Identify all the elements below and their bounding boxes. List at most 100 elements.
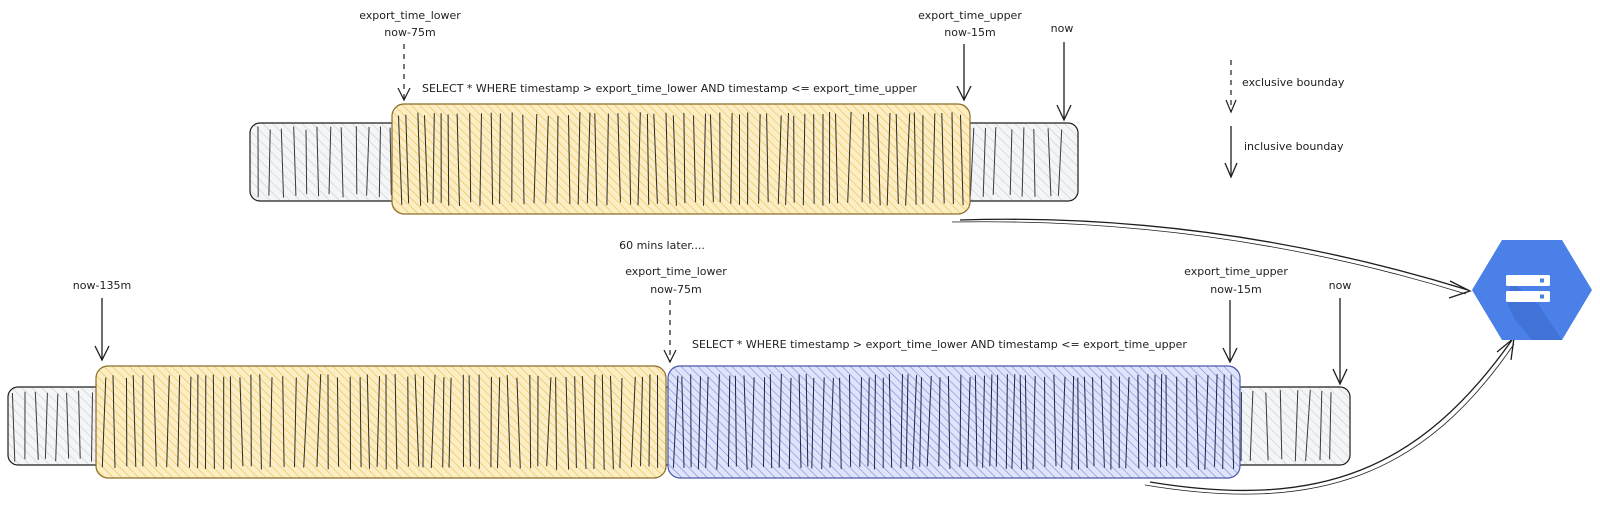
- event-tick: [1071, 375, 1075, 470]
- event-tick: [932, 113, 936, 204]
- event-tick: [653, 113, 658, 204]
- event-tick: [132, 375, 137, 467]
- event-tick: [66, 392, 70, 459]
- event-tick: [829, 377, 834, 468]
- event-tick: [533, 113, 538, 204]
- event-tick: [974, 375, 978, 467]
- event-tick: [516, 377, 521, 469]
- event-tick: [506, 375, 511, 468]
- event-tick: [432, 113, 435, 205]
- event-tick: [259, 374, 262, 470]
- event-tick: [861, 114, 864, 203]
- event-tick: [681, 376, 685, 468]
- event-tick: [683, 112, 686, 204]
- bottom-sql-query: SELECT * WHERE timestamp > export_time_l…: [692, 338, 1187, 351]
- event-tick: [874, 374, 876, 470]
- event-tick: [376, 376, 380, 467]
- event-tick: [805, 374, 809, 467]
- event-tick: [448, 377, 452, 468]
- event-tick: [868, 112, 871, 204]
- event-tick: [835, 113, 839, 204]
- event-tick: [919, 377, 922, 467]
- event-tick: [340, 127, 344, 198]
- event-tick: [743, 375, 748, 470]
- event-tick: [982, 375, 985, 468]
- event-tick: [1019, 375, 1022, 470]
- event-tick: [1160, 374, 1163, 468]
- event-tick: [705, 376, 709, 469]
- event-tick: [798, 374, 802, 469]
- event-tick: [1032, 376, 1036, 470]
- event-tick: [778, 373, 782, 468]
- event-tick: [112, 375, 116, 469]
- event-tick: [212, 374, 215, 469]
- event-tick: [490, 376, 492, 468]
- event-tick: [763, 377, 766, 467]
- event-tick: [1146, 374, 1149, 467]
- event-tick: [1214, 374, 1218, 467]
- event-tick: [877, 114, 881, 206]
- event-tick: [1165, 375, 1168, 467]
- event-tick: [913, 112, 917, 205]
- event-tick: [328, 126, 332, 195]
- event-tick: [336, 377, 340, 467]
- event-tick: [1021, 127, 1025, 197]
- event-tick: [78, 390, 81, 459]
- top-upper-sublabel: now-15m: [944, 26, 995, 39]
- event-tick: [648, 374, 651, 467]
- event-tick: [378, 126, 381, 198]
- event-tick: [1092, 377, 1095, 467]
- event-tick: [606, 113, 609, 206]
- event-tick: [941, 112, 945, 204]
- event-tick: [545, 115, 549, 204]
- event-tick: [867, 377, 870, 467]
- bottom-upper-inclusive-arrow: [1222, 300, 1238, 364]
- event-tick: [637, 112, 641, 206]
- bottom-upper-label: export_time_upper: [1184, 265, 1288, 278]
- top-upper-label: export_time_upper: [918, 9, 1022, 22]
- event-tick: [672, 375, 679, 468]
- event-tick: [177, 375, 181, 467]
- event-tick: [522, 114, 525, 205]
- event-tick: [989, 374, 993, 467]
- event-tick: [1047, 128, 1052, 197]
- event-tick: [497, 377, 501, 469]
- event-tick: [1329, 392, 1332, 460]
- event-tick: [394, 373, 398, 470]
- bottom-now-arrow: [1332, 298, 1348, 386]
- event-tick: [280, 128, 284, 198]
- event-tick: [282, 376, 285, 468]
- event-tick: [982, 127, 986, 197]
- event-tick: [1005, 374, 1008, 469]
- event-tick: [316, 374, 322, 467]
- event-tick: [617, 113, 621, 203]
- event-tick: [1083, 376, 1088, 469]
- event-tick: [960, 114, 964, 206]
- event-tick: [555, 377, 558, 470]
- event-tick: [442, 377, 445, 468]
- sixty-mins-later-label: 60 mins later....: [619, 239, 705, 252]
- event-tick: [905, 113, 911, 206]
- event-tick: [366, 126, 370, 196]
- event-tick: [305, 129, 308, 195]
- event-tick: [859, 377, 862, 468]
- event-tick: [766, 113, 769, 203]
- event-tick: [269, 377, 273, 468]
- bottom-start-arrow: [94, 298, 110, 362]
- event-tick: [610, 375, 614, 470]
- event-tick: [693, 115, 697, 203]
- bottom-lower-exclusive-arrow: [663, 300, 677, 364]
- event-tick: [577, 112, 581, 205]
- event-tick: [839, 377, 842, 470]
- event-tick: [640, 376, 643, 467]
- event-tick: [574, 376, 577, 469]
- exclusive-boundary-arrow: [1225, 60, 1237, 114]
- event-tick: [1100, 375, 1105, 468]
- event-tick: [1033, 128, 1036, 197]
- event-tick: [417, 112, 422, 206]
- event-tick: [581, 375, 587, 470]
- event-tick: [646, 113, 650, 205]
- event-tick: [995, 374, 999, 467]
